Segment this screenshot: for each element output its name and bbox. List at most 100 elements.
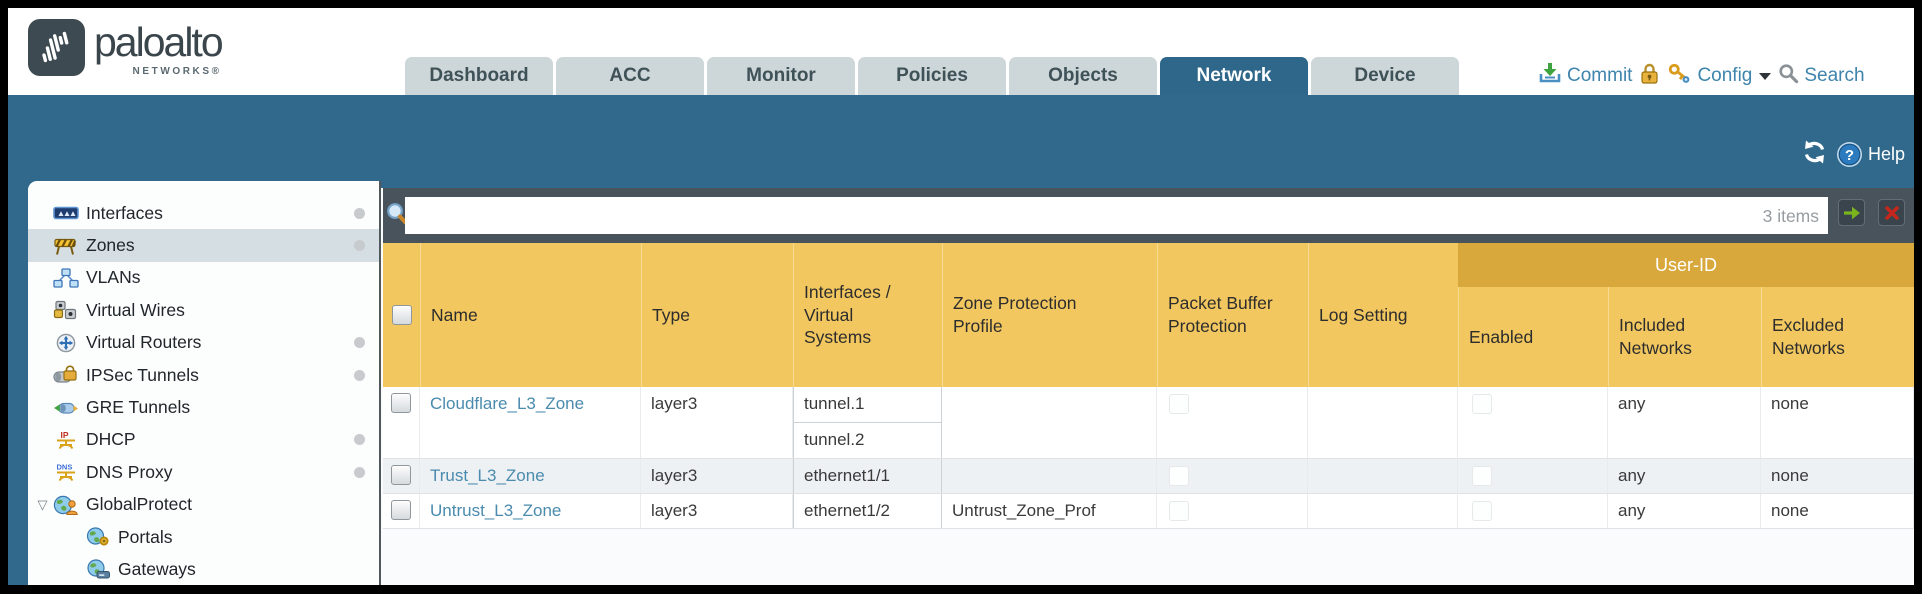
- sidebar-item-label: Virtual Wires: [86, 299, 185, 320]
- search-label: Search: [1804, 65, 1865, 86]
- row-checkbox[interactable]: [391, 465, 411, 485]
- sidebar-item-gre-tunnels[interactable]: GRE Tunnels: [28, 391, 379, 423]
- column-header-included-networks[interactable]: Included Networks: [1608, 243, 1761, 387]
- help-button[interactable]: ? Help: [1836, 141, 1905, 168]
- tab-acc[interactable]: ACC: [556, 57, 704, 95]
- column-header-name[interactable]: Name: [420, 243, 641, 387]
- sidebar-item-zones[interactable]: Zones: [28, 229, 379, 262]
- tab-policies[interactable]: Policies: [858, 57, 1006, 95]
- tab-device[interactable]: Device: [1311, 57, 1459, 95]
- ipsec-tunnels-icon: [53, 365, 79, 385]
- dns-proxy-icon: DNS: [53, 462, 79, 482]
- zone-type-cell: layer3: [641, 494, 793, 528]
- sidebar-item-dot: [354, 369, 365, 381]
- sidebar-item-interfaces[interactable]: Interfaces: [28, 197, 379, 229]
- sidebar-item-globalprotect[interactable]: ▽ GlobalProtect: [28, 489, 379, 521]
- sidebar-item-dot: [354, 466, 365, 478]
- row-checkbox-cell: [383, 459, 420, 493]
- zone-name-link[interactable]: Untrust_L3_Zone: [430, 501, 562, 520]
- sidebar-item-virtual-routers[interactable]: Virtual Routers: [28, 327, 379, 359]
- virtual-wires-icon: [53, 300, 79, 320]
- zone-name-link[interactable]: Trust_L3_Zone: [430, 466, 545, 485]
- utility-menu: Commit: [1538, 57, 1865, 95]
- sidebar-item-dhcp[interactable]: IP DHCP: [28, 424, 379, 456]
- zone-name-cell: Cloudflare_L3_Zone: [420, 387, 641, 458]
- included-networks-cell: any: [1608, 387, 1761, 458]
- zone-protection-profile-cell: [942, 387, 1157, 458]
- interface-entry: ethernet1/1: [804, 466, 891, 485]
- sidebar-item-label: DHCP: [86, 429, 136, 450]
- column-header-enabled[interactable]: Enabled: [1458, 243, 1608, 387]
- interfaces-cell: ethernet1/2: [793, 494, 942, 528]
- global-search-button[interactable]: Search: [1778, 63, 1865, 90]
- sidebar-item-portals[interactable]: Portals: [28, 521, 379, 553]
- brand-wordmark: paloalto NETWORKS®: [94, 19, 224, 77]
- teal-band: ? Help: [8, 95, 1914, 188]
- globalprotect-icon: [53, 495, 79, 515]
- select-all-checkbox[interactable]: [391, 305, 412, 325]
- user-id-enabled-cell: [1458, 459, 1608, 493]
- packet-buffer-checkbox: [1169, 394, 1189, 414]
- sidebar-item-label: Zones: [86, 235, 135, 256]
- config-caret-icon: [1759, 72, 1772, 80]
- row-checkbox[interactable]: [391, 500, 411, 520]
- dhcp-icon: IP: [53, 430, 79, 450]
- tab-dashboard[interactable]: Dashboard: [405, 57, 553, 95]
- zone-name-link[interactable]: Cloudflare_L3_Zone: [430, 394, 585, 413]
- tab-network[interactable]: Network: [1160, 57, 1308, 95]
- column-header-excluded-networks[interactable]: Excluded Networks: [1761, 243, 1914, 387]
- sidebar-item-label: Virtual Routers: [86, 332, 202, 353]
- filter-input[interactable]: [405, 197, 1828, 234]
- zone-type-cell: layer3: [641, 387, 793, 458]
- config-label: Config: [1697, 65, 1753, 86]
- packet-buffer-checkbox: [1169, 501, 1189, 521]
- column-header-packet-buffer-protection[interactable]: Packet Buffer Protection: [1157, 243, 1308, 387]
- vlans-icon: [53, 268, 79, 288]
- packet-buffer-protection-cell: [1157, 494, 1308, 528]
- column-header-log-setting[interactable]: Log Setting: [1308, 243, 1458, 387]
- config-menu-button[interactable]: Config: [1667, 62, 1772, 91]
- brand-sub: NETWORKS®: [132, 66, 222, 77]
- sidebar-item-virtual-wires[interactable]: Virtual Wires: [28, 294, 379, 326]
- column-header-zone-protection-profile[interactable]: Zone Protection Profile: [942, 243, 1157, 387]
- filter-magnifier-icon: [386, 202, 408, 231]
- excluded-networks-cell: none: [1761, 387, 1914, 458]
- row-checkbox[interactable]: [391, 393, 411, 413]
- tab-monitor[interactable]: Monitor: [707, 57, 855, 95]
- column-header-interfaces[interactable]: Interfaces / Virtual Systems: [793, 243, 942, 387]
- lock-icon[interactable]: [1639, 62, 1660, 91]
- brand-name: paloalto: [94, 19, 224, 65]
- sidebar-item-ipsec-tunnels[interactable]: IPSec Tunnels: [28, 359, 379, 391]
- row-checkbox-cell: [383, 494, 420, 528]
- sidebar-item-label: VLANs: [86, 267, 141, 288]
- apply-filter-button[interactable]: [1838, 199, 1865, 226]
- refresh-icon[interactable]: [1801, 140, 1828, 169]
- user-id-enabled-cell: [1458, 387, 1608, 458]
- sidebar-item-label: GlobalProtect: [86, 494, 193, 515]
- zone-protection-profile-cell: Untrust_Zone_Prof: [942, 494, 1157, 528]
- interface-entry: ethernet1/2: [804, 501, 891, 520]
- commit-button[interactable]: Commit: [1538, 61, 1632, 91]
- clear-filter-button[interactable]: [1878, 199, 1905, 226]
- expander-triangle-icon[interactable]: ▽: [37, 496, 48, 512]
- interfaces-cell: ethernet1/1: [793, 459, 942, 493]
- sidebar-item-label: IPSec Tunnels: [86, 364, 199, 385]
- zone-type-cell: layer3: [641, 459, 793, 493]
- column-header-type[interactable]: Type: [641, 243, 793, 387]
- sidebar-item-vlans[interactable]: VLANs: [28, 262, 379, 294]
- sidebar-item-label: GRE Tunnels: [86, 397, 191, 418]
- sidebar-item-gateways[interactable]: Gateways: [28, 553, 379, 585]
- zones-icon: [53, 236, 79, 256]
- included-networks-cell: any: [1608, 459, 1761, 493]
- log-setting-cell: [1308, 387, 1458, 458]
- sidebar-item-dot: [354, 434, 365, 446]
- select-all-checkbox-cell: [383, 243, 420, 387]
- tab-objects[interactable]: Objects: [1009, 57, 1157, 95]
- svg-text:?: ?: [1845, 147, 1854, 164]
